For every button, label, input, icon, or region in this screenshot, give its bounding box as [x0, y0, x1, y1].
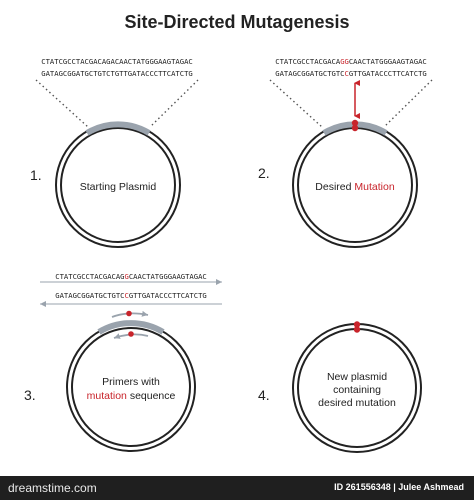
- panel-3: CTATCGCCTACGACAGGCAACTATGGGAAGTAGAC GATA…: [24, 272, 222, 452]
- p1-label: Starting Plasmid: [80, 181, 157, 193]
- p1-seq-bottom: GATAGCGGATGCTGTCTGTTGATACCCTTCATCTG: [41, 69, 192, 78]
- brand-logo: dreamstime.com: [8, 481, 97, 495]
- p1-dotted-right: [149, 79, 199, 128]
- p3-label-line2: mutation sequence: [87, 390, 176, 402]
- p4-number: 4.: [258, 387, 270, 403]
- page-title: Site-Directed Mutagenesis: [124, 12, 349, 32]
- p1-number: 1.: [30, 167, 42, 183]
- p4-mutation-dot-outer: [353, 321, 361, 328]
- p2-dotted-right: [383, 79, 433, 128]
- p2-label: Desired Mutation: [315, 181, 395, 193]
- panel-4: 4. New plasmid containing desired mutati…: [258, 321, 422, 453]
- p1-seq-top: CTATCGCCTACGACAGACAACTATGGGAAGTAGAC: [41, 57, 192, 66]
- p4-mutation-dot-inner: [353, 326, 361, 333]
- panel-2: CTATCGCCTACGACAGGCAACTATGGGAAGTAGAC GATA…: [258, 57, 433, 248]
- p3-highlight-segment: [97, 320, 165, 335]
- p1-plasmid-inner: [60, 127, 176, 243]
- p3-plasmid-inner: [71, 327, 191, 447]
- author-name: Julee Ashmead: [398, 482, 464, 492]
- p3-seq-top: CTATCGCCTACGACAGGCAACTATGGGAAGTAGAC: [55, 272, 206, 281]
- p3-seq-bottom: GATAGCGGATGCTGTCCGTTGATACCCTTCATCTG: [55, 291, 206, 300]
- p3-label-line1: Primers with: [102, 376, 160, 388]
- credit-separator: |: [393, 482, 396, 492]
- image-credit: ID 261556348 | Julee Ashmead: [334, 482, 464, 492]
- p1-highlight-segment: [85, 121, 151, 136]
- p2-dotted-left: [269, 79, 323, 128]
- p4-label-line1: New plasmid: [327, 371, 387, 383]
- p4-label-line3: desired mutation: [318, 397, 396, 409]
- p2-seq-top: CTATCGCCTACGACAGGCAACTATGGGAAGTAGAC: [275, 57, 426, 66]
- p3-primer-forward-dot: [126, 310, 132, 317]
- footer-bar: dreamstime.com ID 261556348 | Julee Ashm…: [0, 476, 474, 500]
- p3-number: 3.: [24, 387, 36, 403]
- panel-1: CTATCGCCTACGACAGACAACTATGGGAAGTAGAC GATA…: [30, 57, 199, 248]
- p2-mutation-dot-outer: [351, 119, 359, 127]
- p4-label-line2: containing: [333, 384, 381, 396]
- image-id: ID 261556348: [334, 482, 391, 492]
- p2-number: 2.: [258, 165, 270, 181]
- p2-mutation-dot-inner: [351, 124, 359, 132]
- p2-seq-bottom: GATAGCGGATGCTGTCCGTTGATACCCTTCATCTG: [275, 69, 426, 78]
- p1-dotted-left: [35, 79, 89, 128]
- p3-primer-reverse-dot: [128, 331, 134, 337]
